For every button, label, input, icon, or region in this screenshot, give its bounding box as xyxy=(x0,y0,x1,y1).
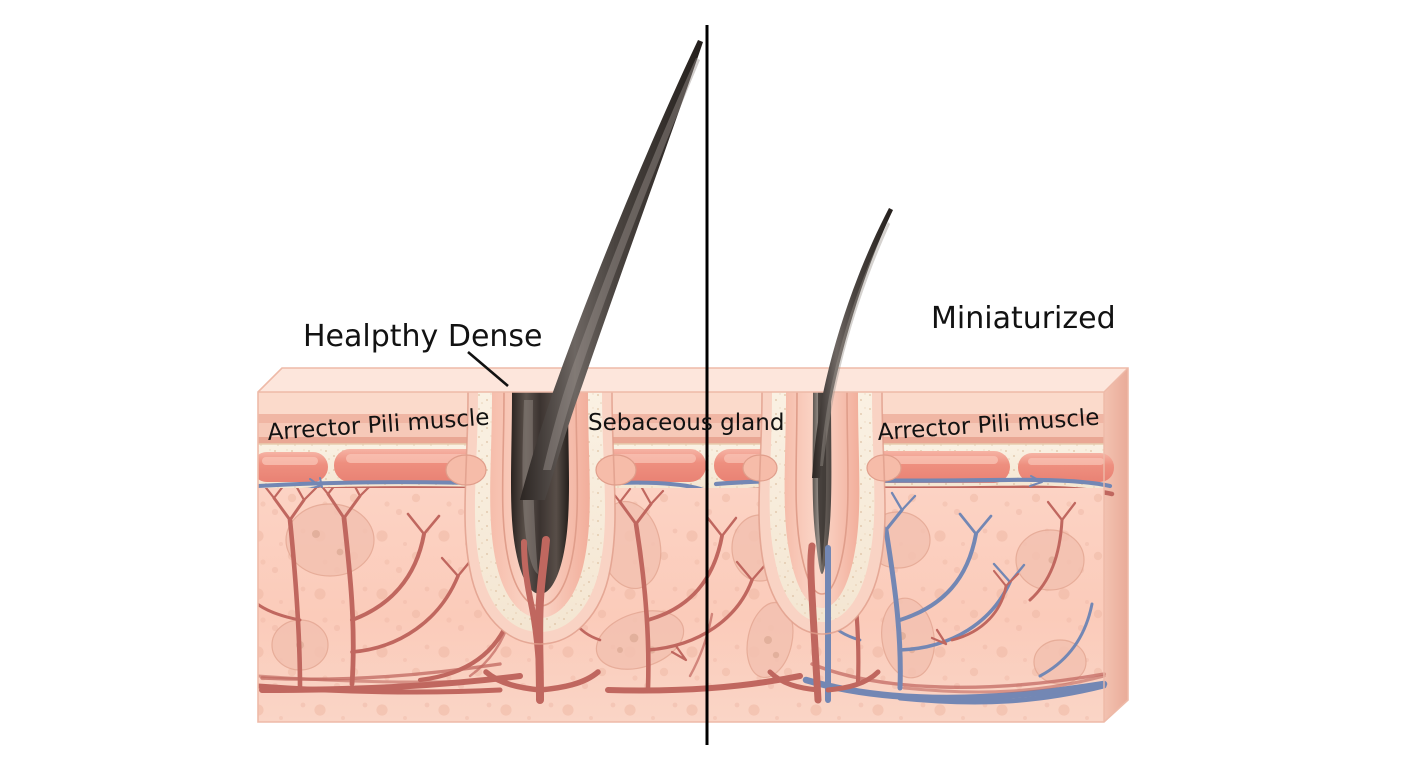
skin-block-outline xyxy=(257,367,1129,723)
skin-right-face xyxy=(1104,368,1128,722)
follicle-rim-outlines xyxy=(464,391,886,645)
label-miniaturized: Miniaturized xyxy=(931,301,1116,336)
epidermis-top-face xyxy=(258,368,1128,392)
miniaturized-hair-shaft xyxy=(812,208,893,478)
healthy-hair-shaft-highlight xyxy=(543,58,700,470)
healthy-dense-leader-line xyxy=(467,351,509,387)
miniaturized-hair-follicle xyxy=(742,391,902,704)
follicle-base-vessels xyxy=(483,669,601,693)
healthy-hair-shaft xyxy=(520,40,703,500)
label-sebaceous-gland: Sebaceous gland xyxy=(588,410,784,436)
label-healthy-dense: Healpthy Dense xyxy=(303,319,543,354)
mini-dermal-papilla-artery xyxy=(807,542,822,704)
skin-block xyxy=(257,367,1129,723)
arrector-pili-muscle-bodies xyxy=(258,449,1114,483)
fat-lobules xyxy=(271,500,1087,685)
deep-vascular-plexus xyxy=(258,674,1107,705)
